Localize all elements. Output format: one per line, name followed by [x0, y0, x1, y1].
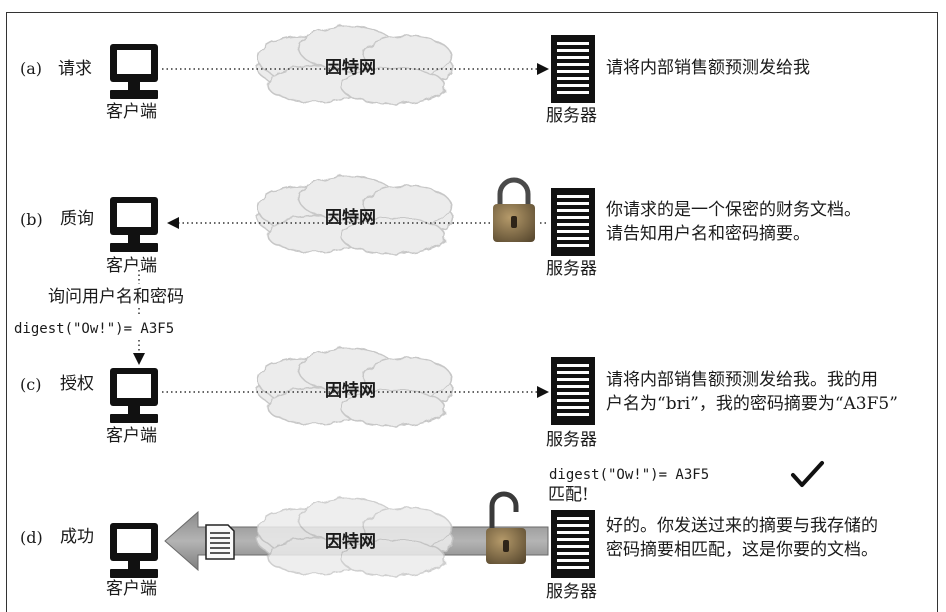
row-b-cloud-label: 因特网	[325, 208, 376, 228]
row-d-message-line2: 密码摘要相匹配，这是你要的文档。	[606, 540, 878, 560]
row-c-message-line2: 户名为“bri”，我的密码摘要为“A3F5”	[606, 394, 898, 414]
server-match-text: 匹配!	[548, 485, 589, 505]
row-b-message-line1: 你请求的是一个保密的财务文档。	[606, 200, 861, 220]
row-c-cloud-label: 因特网	[325, 381, 376, 401]
row-d-tag: (d)	[20, 528, 43, 547]
client-digest-text: digest("Ow!")= A3F5	[14, 321, 175, 337]
row-a-cloud-label: 因特网	[325, 58, 376, 78]
row-a-server-icon	[551, 35, 595, 103]
row-d-message-line1: 好的。你发送过来的摘要与我存储的	[606, 516, 878, 536]
row-c-server-icon	[551, 357, 595, 425]
row-d-server-icon	[551, 510, 595, 578]
row-b-client-computer-icon	[110, 197, 158, 252]
row-b-tag: (b)	[20, 210, 43, 229]
row-d-title: 成功	[60, 527, 94, 547]
row-d-client-label: 客户端	[106, 579, 157, 599]
row-b-client-label: 客户端	[106, 256, 157, 276]
row-c-client-computer-icon	[110, 368, 158, 423]
row-a-tag: (a)	[20, 59, 43, 78]
row-c-tag: (c)	[20, 375, 42, 394]
row-a-client-label: 客户端	[106, 102, 157, 122]
row-b-title: 质询	[60, 209, 94, 229]
diagram-frame	[6, 12, 938, 612]
checkmark-icon	[791, 461, 824, 487]
row-a-server-label: 服务器	[546, 106, 597, 126]
row-c-title: 授权	[60, 374, 94, 394]
row-a-message: 请将内部销售额预测发给我	[606, 58, 810, 78]
padlock-open-icon	[486, 491, 526, 564]
row-b-server-label: 服务器	[546, 259, 597, 279]
row-d-server-label: 服务器	[546, 582, 597, 602]
row-c-message-line1: 请将内部销售额预测发给我。我的用	[606, 370, 878, 390]
row-a-client-computer-icon	[110, 44, 158, 99]
row-c-client-label: 客户端	[106, 426, 157, 446]
row-a-title: 请求	[58, 59, 92, 79]
row-d-client-computer-icon	[110, 523, 158, 578]
row-c-server-label: 服务器	[546, 430, 597, 450]
row-b-server-icon	[551, 188, 595, 256]
padlock-locked-icon	[493, 177, 535, 242]
document-icon	[205, 524, 235, 560]
row-b-message-line2: 请告知用户名和密码摘要。	[606, 224, 810, 244]
server-digest-text: digest("Ow!")= A3F5	[549, 467, 710, 483]
client-prompt-text: 询问用户名和密码	[48, 287, 184, 307]
row-d-cloud-label: 因特网	[325, 532, 376, 552]
